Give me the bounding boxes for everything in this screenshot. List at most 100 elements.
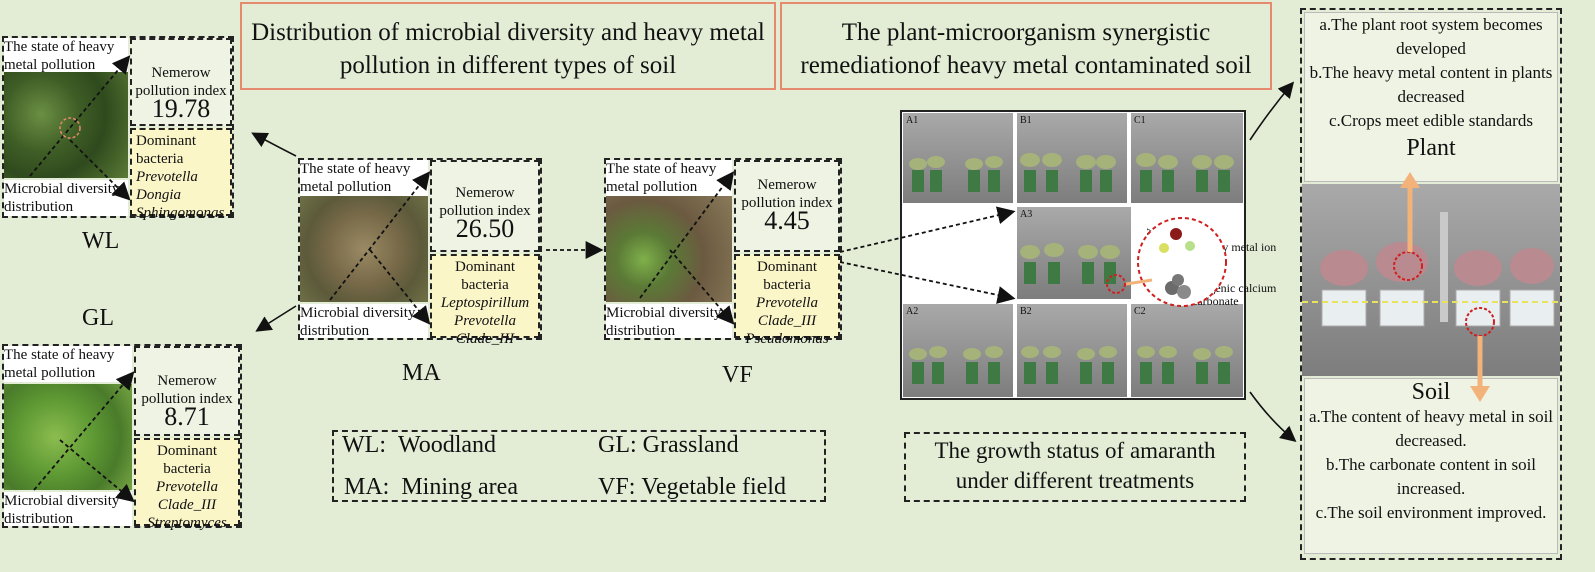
vf-state-label: The state of heavy metal pollution: [606, 160, 732, 196]
legend-item-vf: VF: Vegetable field: [598, 474, 786, 500]
legend-item-ma: MA: Mining area: [344, 474, 518, 500]
growth-panel-label-c2: C2: [1134, 306, 1146, 317]
plant-item-2: b.The heavy metal content in plants decr…: [1309, 63, 1553, 106]
gl-arrow-state: [33, 371, 135, 491]
title-left-text: Distribution of microbial diversity and …: [251, 19, 765, 79]
ma-dominant-label: Dominant bacteria: [455, 259, 515, 293]
soil-box: Soil a.The content of heavy metal in soi…: [1304, 378, 1558, 554]
wl-bacteria-1: Prevotella: [136, 169, 198, 185]
vf-microbe-label: Microbial diversity distribution: [606, 304, 732, 339]
ma-state-label: The state of heavy metal pollution: [300, 160, 428, 196]
adsorption-inset: [1137, 217, 1227, 307]
plant-item-1: a.The plant root system becomes develope…: [1319, 15, 1543, 58]
wl-index-value: 19.78: [151, 94, 211, 123]
growth-panel-label-a1: A1: [906, 115, 919, 126]
legend: [332, 430, 826, 502]
grid-plants: [909, 153, 1234, 384]
inset-pointer: [1125, 278, 1153, 286]
vf-to-a3-arrow: [839, 206, 1016, 253]
vf-index-label: Nemerow pollution index: [741, 177, 833, 211]
ma-bacteria-box: Dominant bacteria Leptospirillum Prevote…: [430, 254, 540, 347]
soil-arrow-head: [1470, 386, 1490, 402]
growth-panel-label-b1: B1: [1020, 115, 1032, 126]
vf-to-b2-arrow: [839, 261, 1016, 304]
plant-arrow-head: [1400, 172, 1420, 188]
title-right: The plant-microorganism synergistic reme…: [780, 2, 1272, 90]
gl-bacteria-1: Prevotella: [156, 479, 218, 495]
remediation-panel: [1300, 8, 1562, 560]
metal-ion-dot-2: [1159, 243, 1169, 253]
vf-arrow-state: [639, 171, 735, 299]
gl-state-label: The state of heavy metal pollution: [4, 346, 132, 382]
gl-photo: [4, 384, 132, 490]
gl-index-box: Nemerow pollution index 8.71: [134, 346, 240, 436]
vf-code: VF: [722, 362, 753, 388]
ma-arrow-state: [329, 171, 431, 301]
gl-index-value: 8.71: [164, 402, 210, 431]
growth-panel-label-b2: B2: [1020, 306, 1032, 317]
vf-bacteria-box: Dominant bacteria Prevotella Clade_III P…: [734, 254, 840, 347]
wl-index-box: Nemerow pollution index 19.78: [130, 38, 232, 126]
grid-to-plant-arrow: [1249, 81, 1295, 141]
ma-bacteria-1: Leptospirillum: [440, 295, 530, 311]
plant-item-3: c.Crops meet edible standards: [1329, 111, 1533, 130]
ma-microbe-label: Microbial diversity distribution: [300, 304, 428, 339]
growth-panel-label-a2: A2: [906, 306, 919, 317]
growth-panel-label-c1: C1: [1134, 115, 1146, 126]
wl-code: WL: [82, 228, 120, 254]
wl-dominant-label: Dominant bacteria: [136, 133, 196, 167]
wl-photo-marker: [59, 117, 81, 139]
gl-microbe-label: Microbial diversity distribution: [4, 492, 132, 527]
soil-item-1: a.The content of heavy metal in soil dec…: [1308, 407, 1554, 450]
metal-ion-dot-3: [1185, 241, 1195, 251]
ma-index-label: Nemerow pollution index: [439, 185, 531, 219]
growth-panel-label-a3: A3: [1020, 209, 1033, 220]
plant-box: a.The plant root system becomes develope…: [1304, 12, 1558, 182]
wl-photo: [4, 72, 128, 178]
gl-bacteria-3: Streptomyces: [147, 515, 227, 531]
vf-index-box: Nemerow pollution index 4.45: [734, 160, 840, 252]
growth-caption: The growth status of amaranth under diff…: [904, 432, 1246, 502]
metal-ion-dot-1: [1170, 228, 1182, 240]
gl-index-label: Nemerow pollution index: [141, 373, 233, 407]
wl-bacteria-2: Dongia: [136, 187, 181, 203]
wl-index-label: Nemerow pollution index: [135, 65, 227, 99]
gl-code: GL: [82, 305, 114, 331]
grid-to-soil-arrow: [1249, 391, 1297, 443]
wl-microbe-label: Microbial diversity distribution: [4, 180, 128, 216]
wl-arrow-microbe: [69, 139, 131, 201]
vf-bacteria-1: Prevotella: [756, 295, 818, 311]
ma-arrow-microbe: [369, 249, 431, 325]
root-zone-marker: [1106, 274, 1126, 294]
soil-item-2: b.The carbonate content in soil increase…: [1325, 455, 1537, 498]
ma-to-gl-arrow: [255, 305, 297, 332]
ma-photo: [300, 196, 428, 302]
soil-item-3: c.The soil environment improved.: [1315, 503, 1547, 522]
vf-photo: [606, 196, 732, 302]
ma-to-wl-arrow: [251, 132, 297, 157]
carbonate-dot-3: [1172, 274, 1184, 286]
soil-heading: Soil: [1411, 379, 1451, 405]
gl-panel: [2, 344, 242, 528]
wl-state-label: The state of heavy metal pollution: [4, 38, 128, 73]
ma-code: MA: [402, 360, 441, 386]
vf-arrow-microbe: [669, 249, 735, 325]
ma-bacteria-2: Prevotella: [454, 313, 516, 329]
ma-panel: [298, 158, 542, 340]
title-right-text: The plant-microorganism synergistic reme…: [800, 19, 1252, 79]
gl-bacteria-box: Dominant bacteria Prevotella Clade_III S…: [134, 438, 240, 531]
vf-panel: [604, 158, 842, 340]
legend-item-wl: WL: Woodland: [342, 432, 497, 458]
ma-bacteria-3: Clade_III: [455, 331, 515, 347]
wl-panel: [2, 36, 234, 218]
title-left: Distribution of microbial diversity and …: [240, 2, 776, 90]
wl-bacteria-box: Dominant bacteria Prevotella Dongia Sphi…: [130, 128, 232, 221]
vf-dominant-label: Dominant bacteria: [757, 259, 817, 293]
vf-bacteria-3: Pseudomonas: [745, 331, 829, 347]
ma-index-box: Nemerow pollution index 26.50: [430, 160, 540, 252]
plant-heading: Plant: [1406, 135, 1456, 161]
wl-arrow-state: [29, 55, 131, 177]
ma-index-value: 26.50: [455, 214, 515, 243]
